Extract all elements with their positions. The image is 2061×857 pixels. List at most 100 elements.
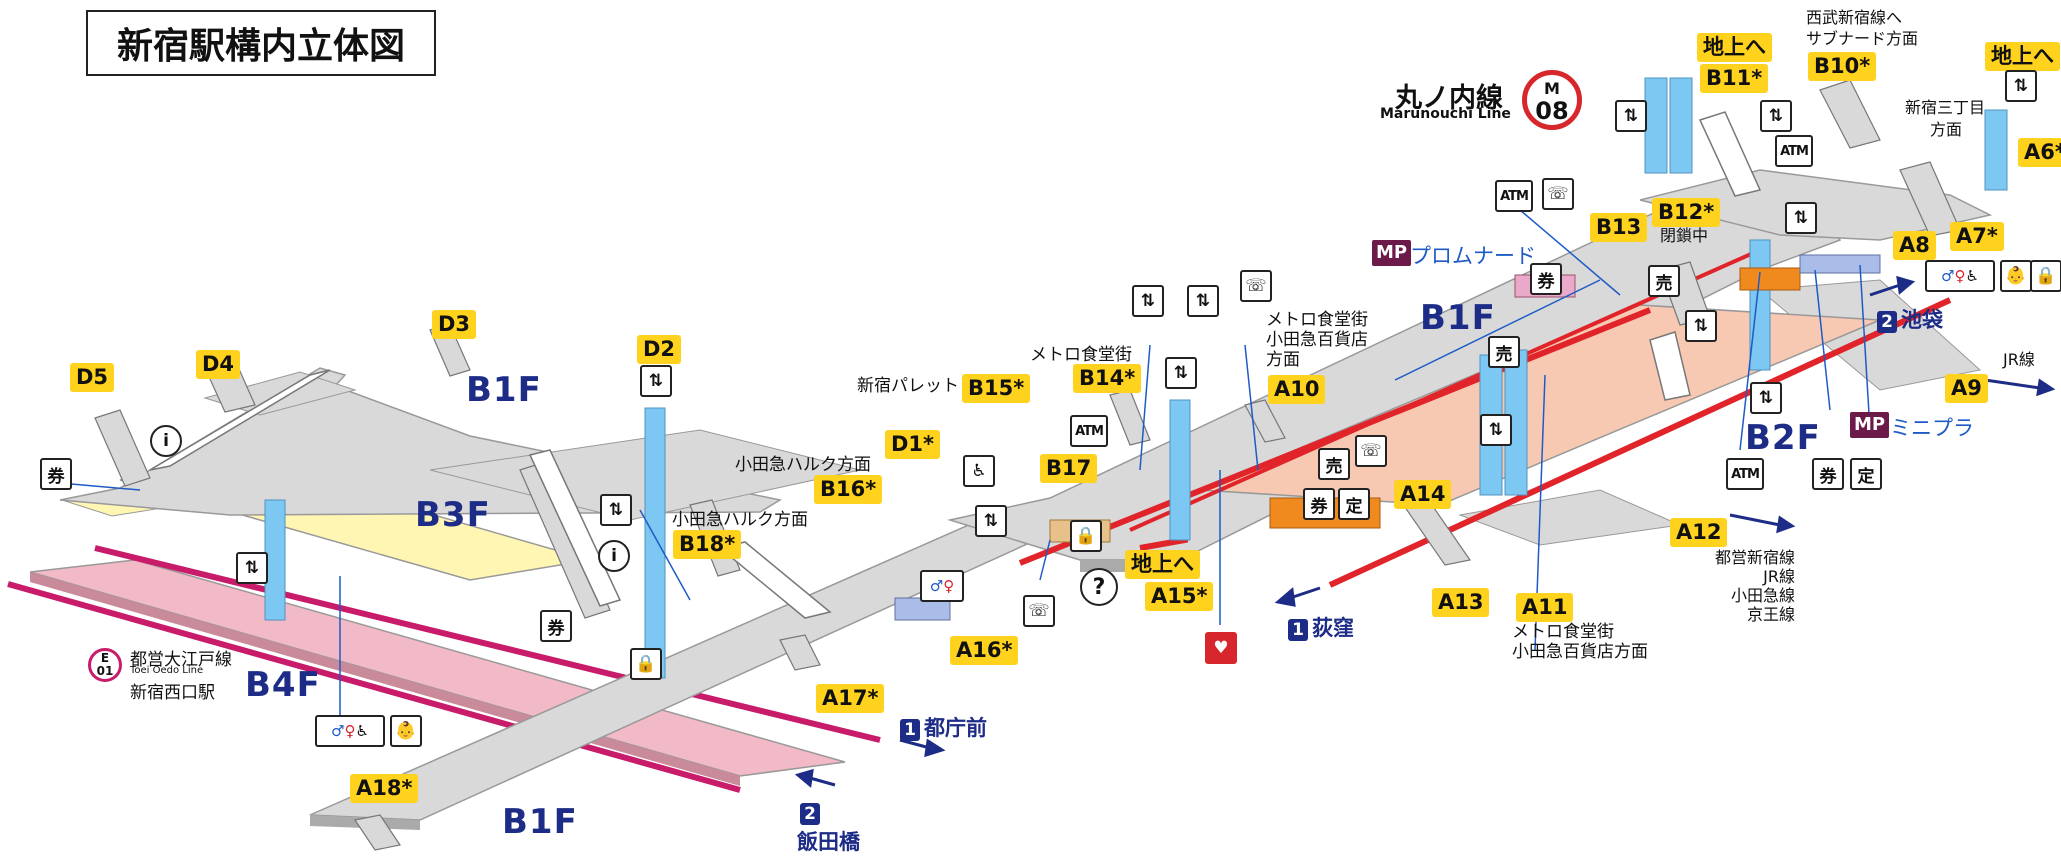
phone-icon: ☏ [1542,178,1574,210]
toilet-icon: ♂♀ [920,570,964,602]
exit-chijo-a15[interactable]: 地上へ [1125,550,1200,579]
atm-icon: ATM [1775,135,1813,167]
dir-palette: 新宿パレット [857,376,959,396]
baby-room-icon: 👶 [390,715,422,747]
exit-a17[interactable]: A17* [816,684,885,713]
marunouchi-track-1 [1018,307,1652,566]
dir-a12-3: 小田急線 [1730,586,1795,605]
mp-minipla-label: ミニプラ [1890,416,1974,440]
mp-promenade-badge: MP [1372,240,1412,266]
ticket-machine-icon: 券 [1812,458,1844,490]
shop-icon: 売 [1318,448,1350,480]
dir-sanchome-2: 方面 [1930,120,1963,139]
phone-icon: ☏ [1240,270,1272,302]
ticket-machine-icon: 券 [540,610,572,642]
floor-label-b1f-upper: B1F [466,370,542,410]
question-icon: ? [1080,568,1118,606]
elevator-icon: ⇅ [640,365,672,397]
exit-a13[interactable]: A13 [1432,588,1490,617]
phone-icon: ☏ [1355,435,1387,467]
elevator-icon: ⇅ [236,552,268,584]
exit-d3[interactable]: D3 [432,310,477,339]
exit-b16[interactable]: B16* [814,475,883,504]
dir-closed: 閉鎖中 [1660,226,1709,245]
floor-label-b2f: B2F [1745,418,1821,458]
escalators [149,111,1762,619]
exit-d2[interactable]: D2 [637,335,682,364]
elevator-icon: ⇅ [1480,414,1512,446]
exit-a9[interactable]: A9 [1945,374,1988,403]
exit-a16[interactable]: A16* [950,636,1019,665]
exit-a6[interactable]: A6* [2018,138,2061,167]
ticket-machine-icon: 券 [1303,488,1335,520]
dir-a12-2: JR線 [1763,567,1795,586]
elevator-icon: ⇅ [1685,310,1717,342]
toilet-icon: ♂♀♿ [1925,260,1995,292]
dir-a11-2: 小田急百貨店方面 [1512,642,1648,662]
exit-b18[interactable]: B18* [673,530,742,559]
aed-icon: ♥ [1205,632,1237,664]
mp-minipla-badge: MP [1850,412,1890,438]
dir-jr: JR線 [2003,350,2035,369]
dir-metro-odakyu-1: メトロ食堂街 [1266,310,1368,330]
exit-a8[interactable]: A8 [1893,231,1936,260]
floor-label-b3f: B3F [415,495,491,535]
exit-a14[interactable]: A14 [1394,480,1452,509]
map-title: 新宿駅構内立体図 [86,10,436,76]
dir-a11-1: メトロ食堂街 [1512,622,1614,642]
exit-b13[interactable]: B13 [1590,213,1648,242]
exit-b17[interactable]: B17 [1040,454,1098,483]
baby-room-icon: 👶 [2000,260,2032,292]
oedo-line-name-en: Toei Oedo Line [130,665,204,676]
shop-icon: 売 [1648,265,1680,297]
leader-lines [59,209,1871,720]
shop-icon: 売 [1488,336,1520,368]
exit-a12[interactable]: A12 [1670,518,1728,547]
floor-label-b1f-right: B1F [1420,298,1496,338]
ticket-machine-icon: 券 [1530,263,1562,295]
oedo-station-name: 新宿西口駅 [130,683,215,703]
exit-b15[interactable]: B15* [962,374,1031,403]
exit-b10[interactable]: B10* [1808,52,1877,81]
dir-hulk-2: 小田急ハルク方面 [672,510,808,530]
coin-locker-icon: 🔒 [1070,520,1102,552]
atm-icon: ATM [1495,180,1533,212]
oedo-station-badge: E 01 [88,648,122,682]
exit-d4[interactable]: D4 [196,350,241,379]
exit-a18[interactable]: A18* [350,774,419,803]
elevator-icon: ⇅ [2005,70,2037,102]
coin-locker-icon: 🔒 [2030,260,2061,292]
direction-arrows [794,275,2056,788]
dir-hulk-1: 小田急ハルク方面 [735,455,871,475]
atm-icon: ATM [1070,415,1108,447]
exit-b14[interactable]: B14* [1073,364,1142,393]
exit-b12[interactable]: B12* [1652,198,1721,227]
exit-a7[interactable]: A7* [1950,222,2004,251]
info-icon: i [150,425,182,457]
b1f-a12-wing [1458,489,1682,546]
dir-a12-1: 都営新宿線 [1714,548,1795,567]
exit-d5[interactable]: D5 [70,363,115,392]
dir-seibu-1: 西武新宿線へ [1806,8,1903,27]
exit-a15[interactable]: A15* [1145,582,1214,611]
ticket-gate-icon: 定 [1338,488,1370,520]
coin-locker-icon: 🔒 [630,648,662,680]
floor-label-b1f-lower: B1F [502,802,578,842]
elevator-icon: ⇅ [1760,100,1792,132]
dir-metro-odakyu-3: 方面 [1266,350,1300,370]
ticket-machine-icon: 券 [40,458,72,490]
dir-metro-shokudo: メトロ食堂街 [1030,345,1132,365]
exit-a10[interactable]: A10 [1268,375,1326,404]
exit-chijo-a6[interactable]: 地上へ [1985,42,2060,71]
exit-d1[interactable]: D1* [885,430,941,459]
exit-chijo-b11[interactable]: 地上へ [1697,33,1772,62]
elevator-icon: ⇅ [1615,100,1647,132]
elevator-icon: ⇅ [1132,285,1164,317]
marunouchi-line-name: 丸ノ内線 [1395,83,1503,114]
exit-b11[interactable]: B11* [1700,64,1769,93]
exit-a11[interactable]: A11 [1516,593,1574,622]
toilet-icon: ♂♀♿ [315,715,385,747]
